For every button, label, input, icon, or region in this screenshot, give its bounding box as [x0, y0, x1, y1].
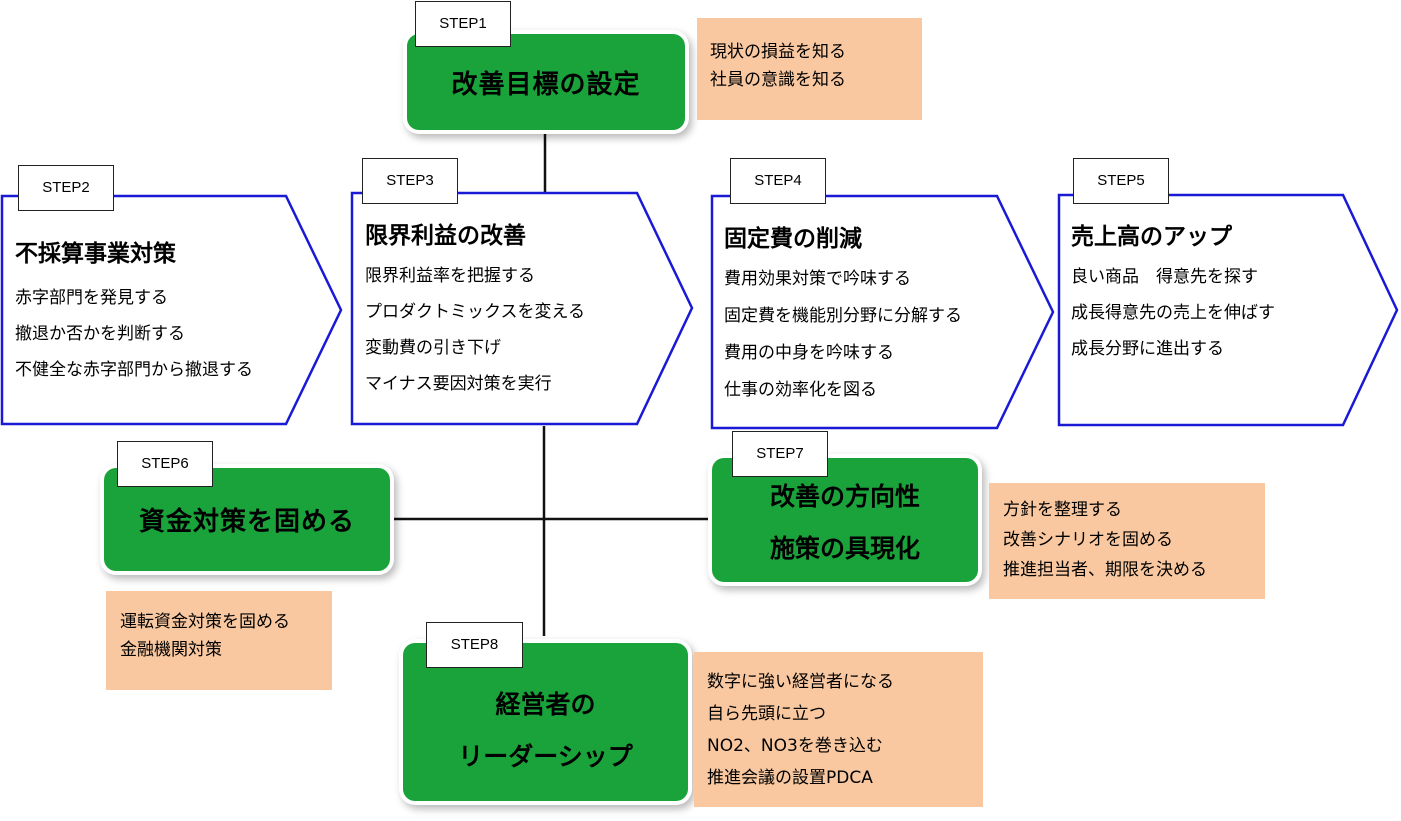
- step3-title: 限界利益の改善: [365, 223, 526, 249]
- step8-note-2: 自ら先頭に立つ: [707, 704, 826, 724]
- step5-item-3: 成長分野に進出する: [1071, 339, 1224, 359]
- step1-notes: 現状の損益を知る 社員の意識を知る: [697, 18, 922, 120]
- step7-note-1: 方針を整理する: [1003, 500, 1122, 520]
- step4-chevron-shape: [710, 194, 1055, 430]
- step4-chevron: 固定費の削減 費用効果対策で吟味する 固定費を機能別分野に分解する 費用の中身を…: [710, 194, 1056, 430]
- step8-note-3: NO2、NO3を巻き込む: [707, 736, 883, 756]
- step1-title: 改善目標の設定: [451, 69, 641, 100]
- step8-box: 経営者の リーダーシップ: [403, 643, 688, 801]
- step6-note-1: 運転資金対策を固める: [120, 612, 290, 632]
- step2-item-2: 撤退か否かを判断する: [15, 324, 185, 344]
- step6-title: 資金対策を固める: [138, 507, 355, 537]
- step1-box: 改善目標の設定: [407, 34, 685, 130]
- step8-tag: STEP8: [426, 622, 523, 668]
- step5-tag: STEP5: [1073, 158, 1169, 204]
- step4-item-1: 費用効果対策で吟味する: [724, 269, 911, 289]
- step7-note-3: 推進担当者、期限を決める: [1003, 560, 1207, 580]
- step4-item-3: 費用の中身を吟味する: [724, 343, 894, 363]
- step7-note-2: 改善シナリオを固める: [1003, 530, 1173, 550]
- step4-item-4: 仕事の効率化を図る: [724, 380, 877, 400]
- step3-item-3: 変動費の引き下げ: [365, 338, 501, 358]
- step1-note-1: 現状の損益を知る: [710, 42, 846, 62]
- step4-title: 固定費の削減: [724, 226, 862, 252]
- step8-notes: 数字に強い経営者になる 自ら先頭に立つ NO2、NO3を巻き込む 推進会議の設置…: [694, 652, 983, 807]
- step6-notes: 運転資金対策を固める 金融機関対策: [106, 591, 332, 690]
- step4-item-2: 固定費を機能別分野に分解する: [724, 306, 962, 326]
- step5-chevron-shape: [1057, 193, 1399, 427]
- step7-notes: 方針を整理する 改善シナリオを固める 推進担当者、期限を決める: [989, 483, 1265, 599]
- step5-chevron: 売上高のアップ 良い商品 得意先を探す 成長得意先の売上を伸ばす 成長分野に進出…: [1057, 193, 1401, 427]
- step4-tag: STEP4: [730, 158, 826, 204]
- step7-title-line-1: 改善の方向性: [769, 482, 920, 511]
- step2-chevron: 不採算事業対策 赤字部門を発見する 撤退か否かを判断する 不健全な赤字部門から撤…: [0, 194, 345, 426]
- step8-title-line-1: 経営者の: [495, 690, 596, 719]
- step5-title: 売上高のアップ: [1071, 224, 1232, 250]
- step7-title-line-2: 施策の具現化: [769, 534, 920, 563]
- step5-item-2: 成長得意先の売上を伸ばす: [1071, 303, 1275, 323]
- step3-item-2: プロダクトミックスを変える: [365, 302, 585, 322]
- step8-title-line-2: リーダーシップ: [458, 742, 633, 771]
- step2-item-3: 不健全な赤字部門から撤退する: [15, 360, 253, 380]
- step1-tag: STEP1: [415, 1, 511, 47]
- step2-chevron-shape: [0, 194, 343, 426]
- step7-tag: STEP7: [732, 431, 828, 477]
- step3-tag: STEP3: [362, 158, 458, 204]
- step3-chevron-shape: [350, 191, 694, 426]
- step5-item-1: 良い商品 得意先を探す: [1071, 267, 1258, 287]
- step8-note-4: 推進会議の設置PDCA: [707, 768, 873, 788]
- step7-box: 改善の方向性 施策の具現化: [712, 458, 978, 582]
- step6-tag: STEP6: [117, 441, 213, 487]
- step3-item-4: マイナス要因対策を実行: [365, 374, 552, 394]
- step2-item-1: 赤字部門を発見する: [15, 288, 168, 308]
- step6-note-2: 金融機関対策: [120, 640, 222, 660]
- step8-note-1: 数字に強い経営者になる: [707, 672, 894, 692]
- step2-title: 不採算事業対策: [15, 241, 176, 267]
- step2-tag: STEP2: [18, 165, 114, 211]
- step3-item-1: 限界利益率を把握する: [365, 266, 535, 286]
- step3-chevron: 限界利益の改善 限界利益率を把握する プロダクトミックスを変える 変動費の引き下…: [350, 191, 695, 426]
- step1-note-2: 社員の意識を知る: [710, 70, 846, 90]
